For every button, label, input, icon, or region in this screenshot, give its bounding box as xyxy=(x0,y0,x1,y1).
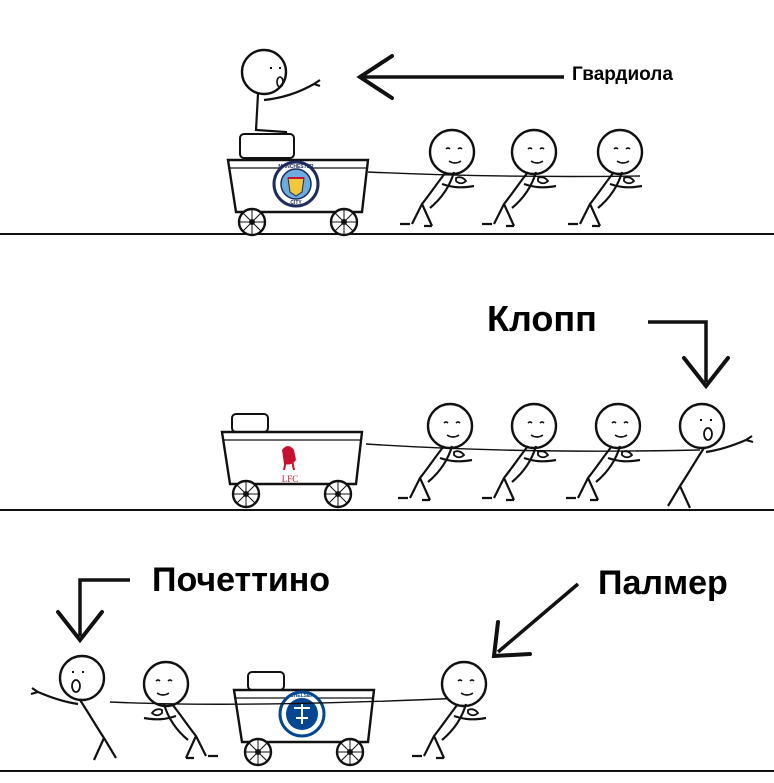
badge-top-text: MANCHESTER xyxy=(278,164,314,170)
panel-3: CHELSEA xyxy=(29,578,580,767)
liverpool-badge: LFC xyxy=(282,446,299,484)
diagonal-arrow-icon xyxy=(491,582,580,659)
label-palmer: Палмер xyxy=(598,564,728,602)
seated-figure xyxy=(239,48,321,159)
man-city-badge: MANCHESTER CITY xyxy=(272,160,320,208)
pointing-figure-1 xyxy=(666,402,755,510)
rope-3 xyxy=(109,697,465,705)
chelsea-badge: CHELSEA xyxy=(278,690,326,738)
puller-6 xyxy=(564,402,642,502)
left-arrow-icon xyxy=(356,54,564,100)
rope-1 xyxy=(367,171,641,178)
puller-5 xyxy=(480,402,558,502)
puller-3 xyxy=(566,128,644,228)
lfc-text: LFC xyxy=(282,474,299,484)
puller-2 xyxy=(480,128,558,228)
label-guardiola: Гвардиола xyxy=(572,64,673,85)
pointing-figure-2 xyxy=(29,654,118,762)
rope-2 xyxy=(365,443,701,452)
bent-down-arrow-icon xyxy=(648,320,730,390)
liverpool-cart xyxy=(220,430,364,509)
label-pochettino: Почеттино xyxy=(152,561,331,599)
panel-2: LFC xyxy=(220,320,755,510)
puller-4 xyxy=(396,402,474,502)
badge-bottom-text: CITY xyxy=(290,200,302,206)
chest-2 xyxy=(231,413,269,433)
puller-8 xyxy=(410,660,488,760)
chelsea-text: CHELSEA xyxy=(290,693,314,699)
chest-3 xyxy=(247,671,285,691)
panel-1: MANCHESTER CITY xyxy=(226,48,644,237)
puller-7 xyxy=(142,660,220,760)
puller-1 xyxy=(398,128,476,228)
label-klopp: Клопп xyxy=(487,298,597,339)
bent-down-arrow-icon-2 xyxy=(56,578,130,644)
